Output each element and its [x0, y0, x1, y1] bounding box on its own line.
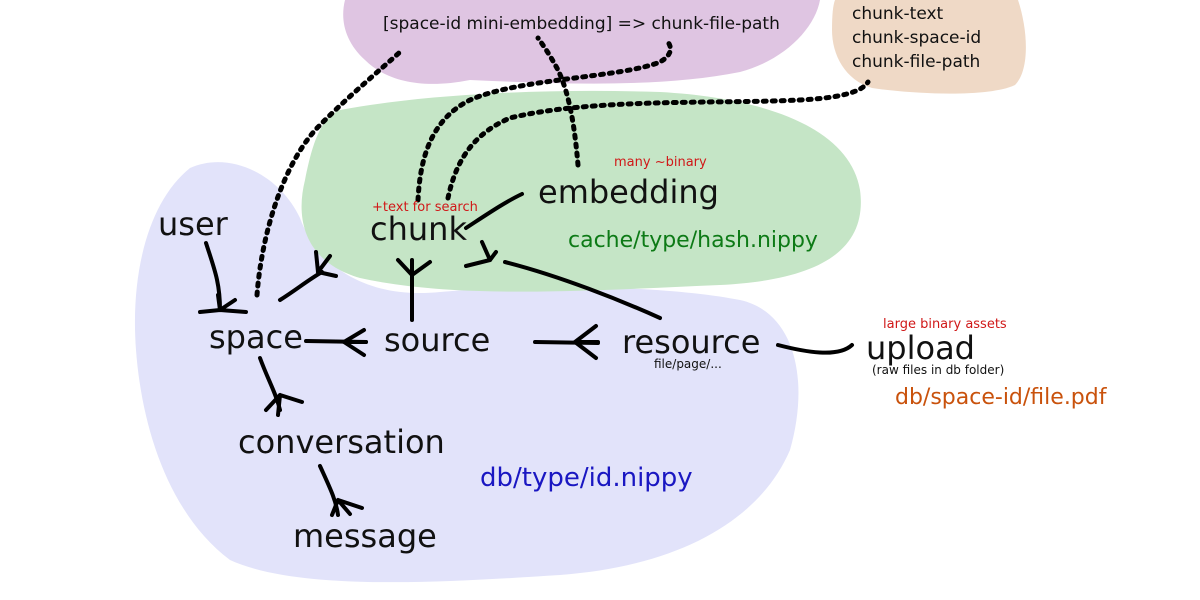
- db-storage-path: db/type/id.nippy: [480, 463, 693, 493]
- upload-storage-path: db/space-id/file.pdf: [895, 385, 1107, 410]
- entity-conversation: conversation: [238, 423, 445, 461]
- entity-space: space: [209, 318, 303, 356]
- cache-storage-path: cache/type/hash.nippy: [568, 228, 818, 253]
- entity-embedding: embedding: [538, 173, 719, 211]
- rel-space-source-crowfoot: [342, 328, 368, 357]
- index-region: [343, 0, 820, 84]
- entity-user: user: [158, 205, 228, 243]
- index-field-chunk-text: chunk-text: [852, 4, 944, 24]
- chunk-store-region: [832, 0, 1026, 94]
- entity-chunk: chunk: [370, 210, 467, 248]
- rel-chunk-embedding: [464, 192, 524, 230]
- link-chunk-to-index: [415, 39, 673, 203]
- embedding-note: many ~binary: [614, 155, 707, 170]
- link-chunk-to-fields: [445, 79, 871, 201]
- db-region: [134, 162, 799, 583]
- entity-upload: upload: [866, 329, 975, 367]
- upload-note: large binary assets: [883, 317, 1007, 332]
- chunk-note: +text for search: [372, 200, 478, 215]
- resource-subtitle: file/page/...: [654, 357, 722, 371]
- rel-resource-upload: [776, 343, 854, 355]
- rel-resource-chunk: [503, 260, 662, 320]
- link-space-to-index: [254, 49, 403, 298]
- entity-message: message: [293, 517, 437, 555]
- relations: [198, 192, 854, 517]
- upload-subtitle: (raw files in db folder): [872, 363, 1005, 377]
- entity-resource: resource: [622, 323, 761, 361]
- rel-space-chunk-crowfoot: [314, 250, 338, 278]
- index-field-chunk-space-id: chunk-space-id: [852, 28, 982, 48]
- index-mapping: [space-id mini-embedding] => chunk-file-…: [383, 14, 780, 34]
- link-embedding-to-index: [535, 35, 581, 168]
- rel-user-space-crowfoot: [198, 293, 248, 314]
- rel-resource-chunk-crowfoot: [464, 240, 498, 268]
- entity-source: source: [384, 321, 491, 359]
- dotted-links: [254, 35, 871, 298]
- rel-conversation-message: [318, 464, 340, 517]
- rel-space-conversation-crowfoot: [264, 393, 304, 417]
- rel-source-chunk-crowfoot: [396, 258, 432, 277]
- cache-region: [301, 90, 861, 292]
- rel-resource-source-crowfoot: [573, 324, 600, 360]
- rel-conversation-message-crowfoot: [330, 498, 364, 517]
- index-field-chunk-file-path: chunk-file-path: [852, 52, 981, 72]
